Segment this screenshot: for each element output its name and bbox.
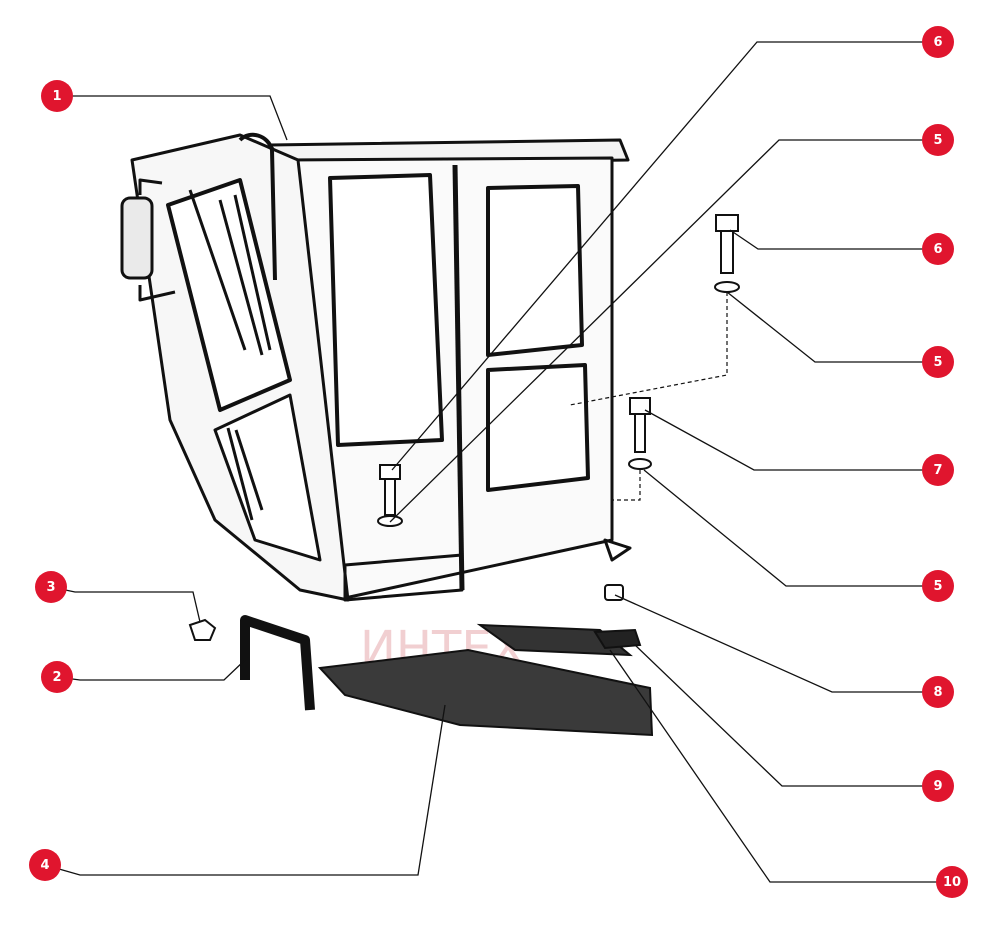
svg-text:2: 2 [52, 670, 61, 685]
svg-text:6: 6 [933, 242, 942, 257]
cap-nut-3 [188, 618, 217, 641]
svg-text:4: 4 [40, 858, 49, 873]
assembly-lines [569, 292, 728, 501]
callout-4: 4 [29, 849, 61, 881]
svg-text:7: 7 [933, 463, 942, 478]
callout-5-top: 5 [922, 124, 954, 156]
svg-text:3: 3 [46, 580, 55, 595]
callout-6-mid: 6 [922, 233, 954, 265]
callout-1: 1 [41, 80, 73, 112]
callout-6-top: 6 [922, 26, 954, 58]
svg-text:1: 1 [52, 89, 61, 104]
callout-10: 10 [936, 866, 968, 898]
svg-text:8: 8 [933, 685, 942, 700]
bolt-7 [628, 397, 652, 470]
u-bolt-2 [240, 615, 315, 711]
callout-9: 9 [922, 770, 954, 802]
floor-mat-4 [317, 648, 654, 737]
svg-text:5: 5 [933, 355, 942, 370]
callout-3: 3 [35, 571, 67, 603]
callout-2: 2 [41, 661, 73, 693]
callout-8: 8 [922, 676, 954, 708]
svg-text:9: 9 [933, 779, 942, 794]
callout-7: 7 [922, 454, 954, 486]
svg-text:10: 10 [943, 875, 961, 890]
callout-5-mid: 5 [922, 346, 954, 378]
leader-lines [44, 41, 952, 883]
bolt-6 [714, 214, 740, 293]
svg-text:5: 5 [933, 133, 942, 148]
bolt-inside [377, 464, 403, 527]
plate-9 [593, 628, 642, 650]
cab-illustration [120, 132, 632, 602]
svg-text:6: 6 [933, 35, 942, 50]
plate-10 [476, 623, 633, 657]
svg-text:5: 5 [933, 579, 942, 594]
callout-5-bottom: 5 [922, 570, 954, 602]
